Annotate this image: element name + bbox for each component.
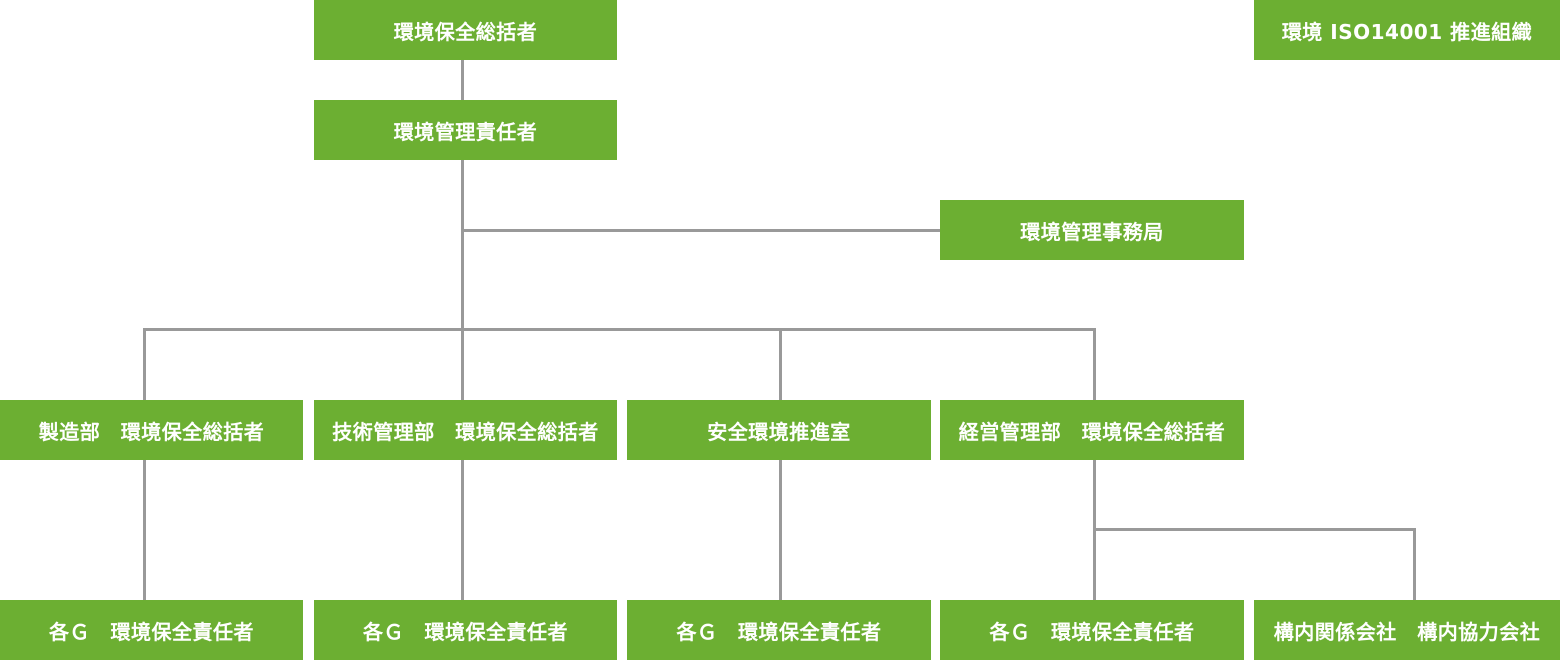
group-safety-box: 各Ｇ 環境保全責任者 [627,600,931,660]
chart-title: 環境 ISO14001 推進組織 [1254,0,1560,60]
partners-box: 構内関係会社 構内協力会社 [1254,600,1560,660]
general-manager-box: 環境保全総括者 [314,0,617,60]
connector-secretariat [461,229,941,232]
connector-partners-branch [1093,528,1416,531]
dept-safety-box: 安全環境推進室 [627,400,931,460]
group-engineering-box: 各Ｇ 環境保全責任者 [314,600,617,660]
connector-top [461,60,464,100]
dept-manufacturing-box: 製造部 環境保全総括者 [0,400,303,460]
group-manufacturing-box: 各Ｇ 環境保全責任者 [0,600,303,660]
connector-group-safety [779,460,782,600]
connector-trunk [461,160,464,400]
connector-group-engineering [461,460,464,600]
connector-group-manufacturing [143,460,146,600]
env-manager-box: 環境管理責任者 [314,100,617,160]
dept-engineering-box: 技術管理部 環境保全総括者 [314,400,617,460]
connector-partners [1413,528,1416,600]
group-business-box: 各Ｇ 環境保全責任者 [940,600,1244,660]
connector-dept-business [1093,328,1096,400]
connector-dept-manufacturing [143,328,146,400]
connector-dept-bus [143,328,1096,331]
connector-dept-safety [779,328,782,400]
secretariat-box: 環境管理事務局 [940,200,1244,260]
dept-business-box: 経営管理部 環境保全総括者 [940,400,1244,460]
